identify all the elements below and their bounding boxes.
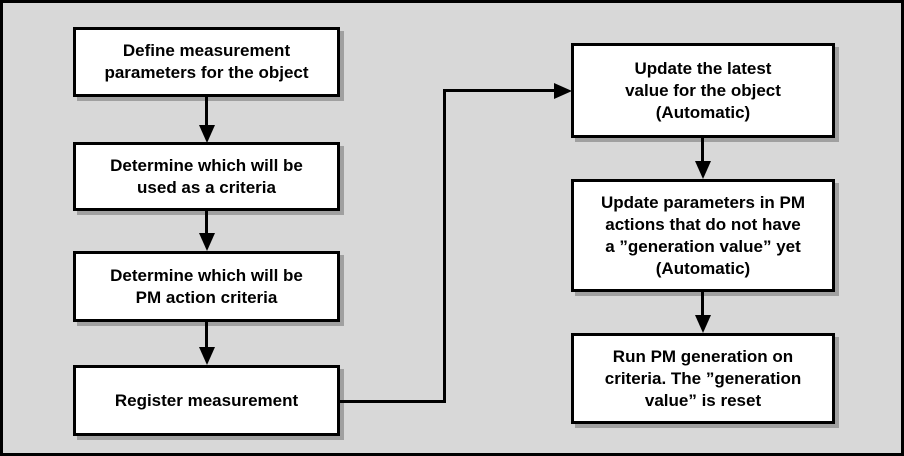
arrow-stem — [701, 138, 704, 163]
arrow-down-icon — [198, 125, 215, 143]
node-register-measurement-label: Register measurement — [114, 390, 299, 410]
node-determine-usage-criteria-label: Determine which will be used as a criter… — [110, 155, 303, 197]
arrow-stem — [701, 292, 704, 317]
arrow-stem — [205, 211, 208, 235]
arrow-stem — [205, 322, 208, 349]
node-define-measurement-parameters: Define measurement parameters for the ob… — [73, 27, 340, 97]
arrow-stem — [205, 97, 208, 127]
node-register-measurement: Register measurement — [73, 365, 340, 436]
node-determine-pm-action-criteria-label: Determine which will be PM action criter… — [110, 265, 303, 307]
node-update-latest-value: Update the latest value for the object (… — [571, 43, 835, 138]
connector-segment-top — [443, 89, 555, 92]
node-run-pm-generation-label: Run PM generation on criteria. The ”gene… — [604, 346, 802, 410]
node-run-pm-generation: Run PM generation on criteria. The ”gene… — [571, 333, 835, 424]
node-update-pm-parameters-label: Update parameters in PM actions that do … — [600, 192, 806, 278]
node-determine-usage-criteria: Determine which will be used as a criter… — [73, 142, 340, 211]
arrow-down-icon — [695, 161, 711, 179]
node-update-pm-parameters: Update parameters in PM actions that do … — [571, 179, 835, 292]
connector-segment-bottom — [340, 400, 444, 403]
arrow-down-icon — [695, 315, 711, 333]
node-update-latest-value-label: Update the latest value for the object (… — [625, 58, 781, 122]
arrow-down-icon — [198, 233, 215, 251]
connector-segment-vertical — [443, 90, 446, 403]
node-determine-pm-action-criteria: Determine which will be PM action criter… — [73, 251, 340, 322]
arrow-right-icon — [554, 82, 572, 99]
arrow-down-icon — [198, 347, 215, 365]
node-define-measurement-parameters-label: Define measurement parameters for the ob… — [104, 41, 309, 82]
